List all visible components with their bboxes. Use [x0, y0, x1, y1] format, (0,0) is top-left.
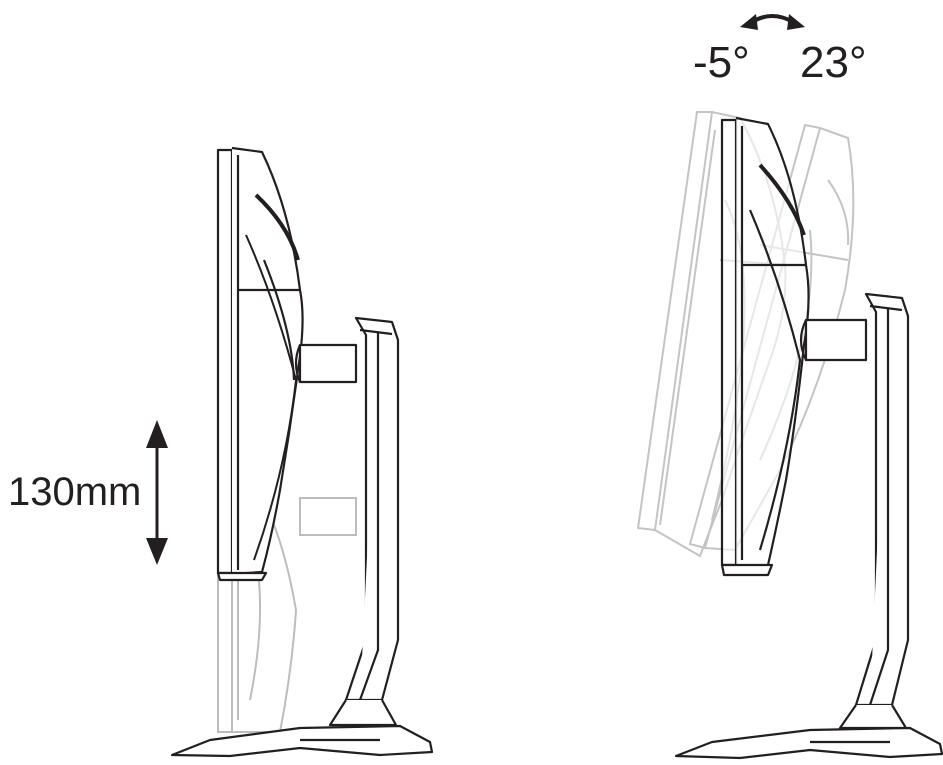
height-stand — [170, 316, 434, 758]
height-monitor-raised — [216, 146, 358, 582]
tilt-min-angle-label: -5° — [693, 38, 750, 87]
tilt-monitor-upright — [720, 116, 868, 577]
height-double-arrow — [146, 420, 168, 565]
tilt-stand — [674, 292, 943, 760]
height-adjustment-label: 130mm — [8, 470, 142, 514]
tilt-max-angle-label: 23° — [800, 38, 867, 87]
tilt-arrow — [740, 14, 805, 30]
